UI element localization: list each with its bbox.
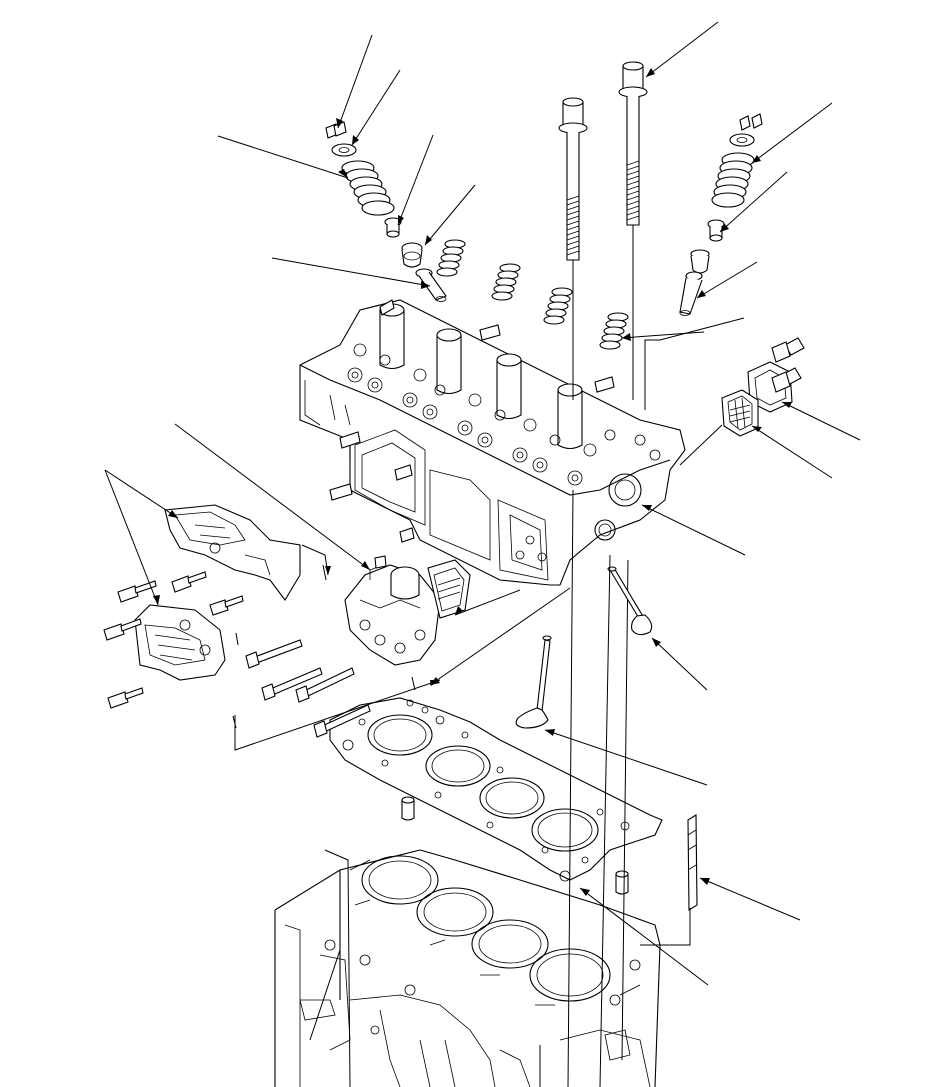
filter-screen: [721, 337, 805, 437]
valve-spring: [436, 239, 629, 350]
valve-spring-retainer: [729, 133, 755, 147]
oil-control-orifice: [687, 814, 698, 911]
cylinder-head-bolt-short: [558, 97, 588, 1087]
lifting-bracket: [164, 504, 301, 601]
cylinder-head: [299, 299, 686, 586]
cylinder-head-bolt-long: [618, 61, 648, 1061]
leader-filter-screen: [454, 589, 521, 616]
valve-keeper: [739, 113, 763, 131]
valve-guide: [679, 271, 703, 316]
bracket-bolts: [103, 571, 244, 709]
reference-ticks: [232, 564, 416, 729]
valve-keeper: [325, 121, 347, 139]
engine-block: [274, 849, 661, 1087]
valve-spring-seat: [384, 217, 402, 238]
rocker-arm-oil-control-valve: [344, 555, 471, 666]
valve-spring-retainer: [331, 143, 357, 157]
leader-arrowheads: [153, 68, 792, 896]
head-gasket: [329, 697, 663, 882]
valve-guide: [415, 268, 447, 302]
intake-valve: [515, 635, 552, 729]
valve-spring: [341, 160, 395, 216]
dowel-pin: [401, 796, 629, 895]
valve-spring-seat: [707, 219, 725, 242]
exhaust-valve: [607, 566, 653, 636]
valve-stem-seal: [401, 242, 423, 268]
valve-spring: [711, 152, 755, 208]
oil-pressure-switch-bracket: [134, 604, 226, 681]
leader-lines: [104, 21, 861, 1087]
oil-control-orifice: [245, 639, 371, 738]
valve-stem-seal: [690, 249, 710, 274]
